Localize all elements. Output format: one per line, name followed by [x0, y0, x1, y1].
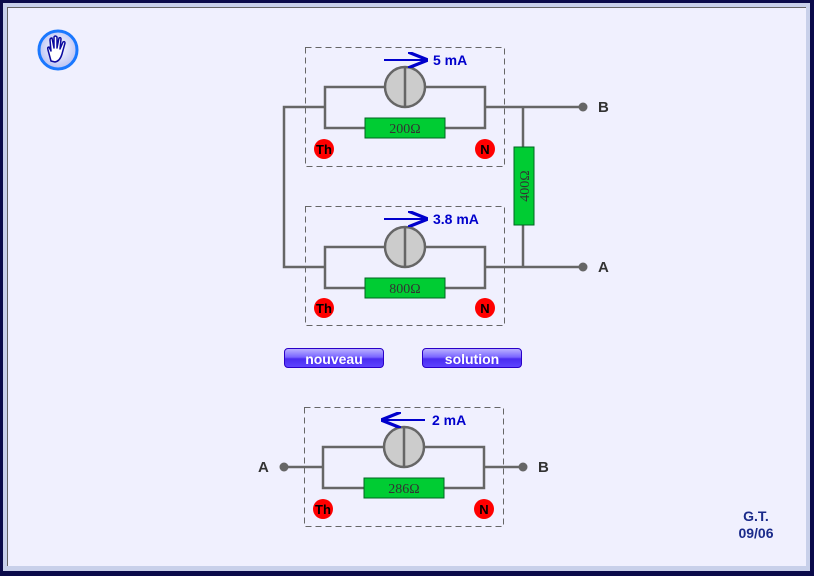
solution-button[interactable]: solution — [422, 348, 522, 368]
resistor — [364, 117, 446, 139]
node-b-label: B — [598, 99, 609, 116]
hand-stop-icon[interactable] — [37, 29, 79, 71]
current-label: 5 mA — [433, 52, 467, 68]
module-wires — [323, 245, 487, 290]
series-resistor: 400Ω — [513, 146, 535, 226]
terminal-th-label: Th — [316, 301, 332, 316]
node-b-dot — [578, 102, 588, 112]
resistor — [364, 277, 446, 299]
node-b-label: B — [538, 459, 549, 476]
top-module: 5 mA 200Ω Th N — [305, 47, 505, 167]
series-resistor-label: 400Ω — [518, 170, 533, 201]
terminal-n-icon — [475, 298, 495, 318]
terminal-th-label: Th — [315, 502, 331, 517]
module-wires — [323, 85, 487, 130]
diode-symbol — [382, 425, 426, 469]
date-label: 09/06 — [738, 525, 774, 541]
resistor-label: 286Ω — [388, 482, 419, 497]
node-a-dot — [578, 262, 588, 272]
interconnect-wires — [282, 105, 583, 269]
terminal-n-label: N — [480, 142, 489, 157]
node-a-label: A — [258, 459, 269, 476]
terminal-th-icon — [314, 139, 334, 159]
terminal-th-label: Th — [316, 142, 332, 157]
node-a-dot — [279, 462, 289, 472]
diode-symbol — [383, 65, 427, 109]
terminal-n-label: N — [480, 301, 489, 316]
signature: G.T. 09/06 — [726, 508, 786, 542]
node-b-dot — [518, 462, 528, 472]
terminal-th-icon — [313, 499, 333, 519]
node-a-label: A — [598, 259, 609, 276]
current-label: 2 mA — [432, 412, 466, 428]
author-label: G.T. — [743, 508, 769, 524]
current-label: 3.8 mA — [433, 211, 479, 227]
resistor-label: 200Ω — [389, 122, 420, 137]
terminal-n-icon — [474, 499, 494, 519]
new-button[interactable]: nouveau — [284, 348, 384, 368]
equivalent-module: 2 mA 286Ω Th N A B — [258, 407, 549, 527]
resistor-label: 800Ω — [389, 282, 420, 297]
diode-symbol — [383, 225, 427, 269]
resistor — [363, 477, 445, 499]
terminal-n-icon — [475, 139, 495, 159]
middle-module: 3.8 mA 800Ω Th N — [305, 206, 505, 326]
module-wires — [284, 445, 523, 490]
terminal-n-label: N — [479, 502, 488, 517]
terminal-th-icon — [314, 298, 334, 318]
